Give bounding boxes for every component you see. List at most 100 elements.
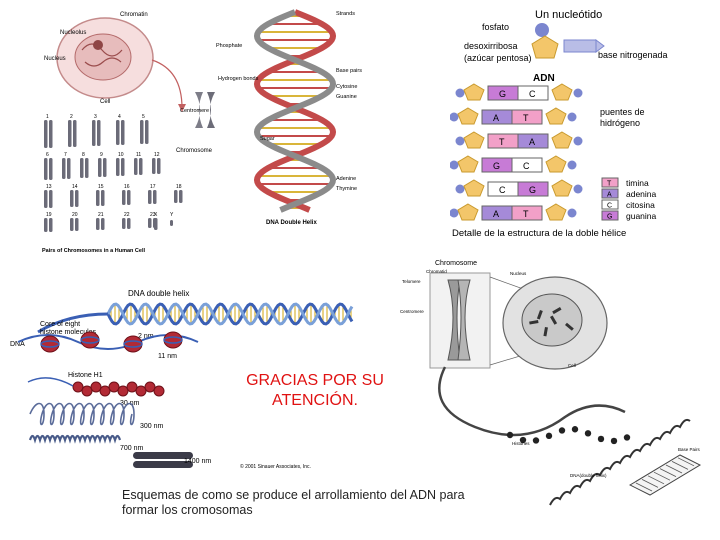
chromosome-mark xyxy=(536,310,543,320)
karyotype-number: 8 xyxy=(82,152,85,158)
helix-strand xyxy=(253,9,337,213)
cell-chromosome-panel: Chromosome Chromatid Telomere Centromere… xyxy=(400,255,720,540)
chromosome-mark xyxy=(44,158,48,180)
chromosome-mark xyxy=(49,158,53,180)
caption-line-1: Esquemas de como se produce el arrollami… xyxy=(122,488,465,502)
nucleosome xyxy=(532,437,540,444)
chromosome-mark xyxy=(179,190,183,203)
base-block xyxy=(511,157,543,173)
base-letter: C xyxy=(499,185,506,195)
sugar-pentagon xyxy=(551,83,573,101)
phosphate-circle xyxy=(567,112,577,122)
thank-you-message: GRACIAS POR SU ATENCIÓN. xyxy=(225,371,405,411)
chromosome-mark xyxy=(148,190,152,204)
nucleosome xyxy=(108,381,120,393)
phosphate-circle xyxy=(573,184,583,194)
chromosome-dna-panel: Nucleolus Chromatin Nucleus Cell Centrom… xyxy=(30,0,380,262)
nucleotide-structure-panel: Un nucleótido fosfato desoxirribosa (azú… xyxy=(450,0,690,245)
chromosome-mark xyxy=(97,120,101,146)
karyotype-number: 12 xyxy=(154,152,160,158)
label-nucleotide-title: Un nucleótido xyxy=(535,9,602,21)
karyotype-number: 7 xyxy=(64,152,67,158)
karyotype-number: Y xyxy=(170,212,174,218)
helix-strand xyxy=(106,302,354,326)
label-histones: Histones xyxy=(512,441,530,446)
karyotype-number: 4 xyxy=(118,114,121,120)
chromosome-mark xyxy=(134,158,138,175)
caption-line-2: formar los cromosomas xyxy=(122,503,253,517)
sugar-pentagon xyxy=(457,155,479,173)
label-11nm: 11 nm xyxy=(158,353,177,360)
sugar-pentagon xyxy=(551,131,573,149)
chromatin-loops xyxy=(29,402,135,426)
label-nucleus: Nucleus xyxy=(44,56,66,62)
helix-strand xyxy=(106,302,354,326)
label-pairs-caption: Pairs of Chromosomes in a Human Cell xyxy=(42,248,145,254)
chromosome-mark xyxy=(174,190,178,203)
label-centromere: Centromere xyxy=(180,108,209,114)
chromosome-mark xyxy=(80,158,84,178)
nucleosome xyxy=(519,436,527,444)
label-2nm: 2 nm xyxy=(138,333,154,340)
sugar-pentagon xyxy=(463,83,485,101)
label-adenine: Adenine xyxy=(336,176,356,182)
chromosome-mark xyxy=(116,120,120,145)
chromosome-mark xyxy=(122,190,126,205)
chromosome-mark xyxy=(116,158,120,176)
label-chromatin: Chromatin xyxy=(120,12,148,18)
chromosome-mark xyxy=(121,158,125,176)
chromatid-right xyxy=(457,279,471,361)
sugar-pentagon xyxy=(545,203,567,221)
phosphate-circle xyxy=(450,112,459,122)
dna-double-helix xyxy=(253,9,337,213)
chromosome-mark xyxy=(75,190,79,207)
label-chromosome-2: Chromosome xyxy=(435,260,477,267)
label-sugar: Sugar xyxy=(260,136,275,142)
label-histone-molecules: histone molecules xyxy=(40,329,97,336)
helix-strand xyxy=(253,9,337,213)
chromosome-mark xyxy=(127,218,131,229)
chromosome-mark xyxy=(44,218,48,232)
base-letter: A xyxy=(529,137,535,147)
chromosome-mark xyxy=(121,120,125,145)
wrapped-dna xyxy=(163,336,183,344)
base-pair-rung xyxy=(635,482,653,492)
chromosome-mark xyxy=(154,218,158,230)
nucleosome xyxy=(610,437,618,445)
label-nucleolus: Nucleolus xyxy=(60,30,86,36)
karyotype-number: X xyxy=(154,212,158,218)
base-letter: G xyxy=(529,185,536,195)
wrapped-dna xyxy=(123,340,143,348)
base-pair-rung xyxy=(659,468,677,477)
chromatin-packing-panel: DNA double helix Core of eight histone m… xyxy=(8,282,358,472)
chromosome-mark xyxy=(101,218,105,230)
nucleosome xyxy=(584,430,592,437)
legend-swatch xyxy=(601,199,619,210)
label-hydrogen-bonds: Hydrogen bonds xyxy=(218,76,259,82)
phosphate-circle xyxy=(573,88,583,98)
label-nucleus-2: Nucleus xyxy=(510,271,527,276)
chromosome-mark xyxy=(49,120,53,148)
karyotype-number: 22 xyxy=(124,212,130,218)
wrapped-dna xyxy=(40,340,60,348)
nucleosome xyxy=(571,426,579,433)
cell-chromosome-illustration: Chromosome Chromatid Telomere Centromere… xyxy=(400,260,702,506)
chromosome-mark xyxy=(157,158,161,174)
chromosome-mark xyxy=(140,120,144,144)
label-dna-double-helix-2: DNA double helix xyxy=(128,289,189,298)
chromosome-mark xyxy=(98,158,102,177)
chromosome-mark xyxy=(103,158,107,177)
base-pair-rung xyxy=(647,475,665,485)
label-centromere-2: Centromere xyxy=(400,309,424,314)
karyotype-number: 20 xyxy=(72,212,78,218)
label-base-nitrogenada: base nitrogenada xyxy=(598,50,668,60)
karyotype-number: 3 xyxy=(94,114,97,120)
sugar-pentagon xyxy=(545,155,567,173)
base-letter: C xyxy=(523,161,530,171)
label-hidrogeno: hidrógeno xyxy=(600,118,640,128)
base-notch xyxy=(595,39,605,53)
nucleosome xyxy=(90,381,102,393)
sugar-pentagon xyxy=(457,107,479,125)
base-block xyxy=(517,133,549,149)
